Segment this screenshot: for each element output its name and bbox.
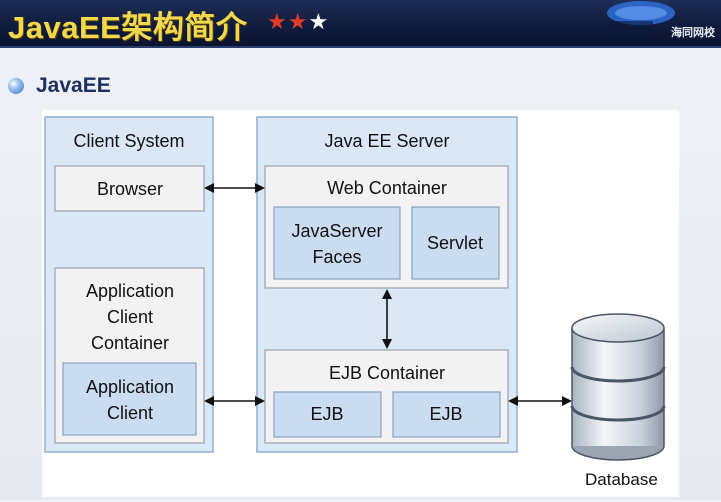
app-container-line3: Container bbox=[91, 333, 169, 353]
jsf-box: JavaServer Faces bbox=[273, 206, 401, 280]
slide-header: JavaEE架构简介 ★★★ 海同网校 bbox=[0, 0, 721, 48]
browser-box: Browser bbox=[54, 165, 205, 212]
ejb-box-1: EJB bbox=[273, 391, 382, 438]
section-heading: JavaEE bbox=[36, 74, 111, 97]
ejb-box-2: EJB bbox=[392, 391, 501, 438]
slide-title: JavaEE架构简介 bbox=[8, 10, 248, 45]
brand-logo bbox=[607, 1, 675, 35]
logo-caption: 海同网校 bbox=[671, 27, 715, 39]
app-client-line2: Client bbox=[107, 403, 153, 423]
ejb-label-1: EJB bbox=[310, 404, 343, 424]
web-container-title: Web Container bbox=[327, 178, 447, 198]
star-icon: ★ bbox=[308, 9, 330, 34]
client-system-title: Client System bbox=[73, 131, 184, 151]
browser-label: Browser bbox=[97, 179, 163, 199]
app-container-line1: Application bbox=[86, 281, 174, 301]
ejb-label-2: EJB bbox=[429, 404, 462, 424]
app-client-line1: Application bbox=[86, 377, 174, 397]
servlet-label: Servlet bbox=[427, 233, 483, 253]
bullet-icon bbox=[8, 78, 24, 94]
app-client-box: Application Client bbox=[62, 362, 197, 436]
servlet-box: Servlet bbox=[411, 206, 500, 280]
java-ee-server-title: Java EE Server bbox=[324, 131, 449, 151]
jsf-line1: JavaServer bbox=[291, 221, 382, 241]
star-icon: ★ bbox=[287, 9, 309, 34]
star-icon: ★ bbox=[267, 9, 288, 34]
diagram-canvas: Client System Browser Application Client… bbox=[44, 116, 666, 461]
jsf-line2: Faces bbox=[312, 247, 361, 267]
app-container-line2: Client bbox=[107, 307, 153, 327]
database-label: Database bbox=[585, 470, 658, 489]
ejb-container-title: EJB Container bbox=[329, 363, 445, 383]
rating-stars: ★★★ bbox=[267, 9, 329, 35]
database-icon bbox=[570, 313, 666, 461]
architecture-diagram: Client System Browser Application Client… bbox=[42, 110, 679, 497]
